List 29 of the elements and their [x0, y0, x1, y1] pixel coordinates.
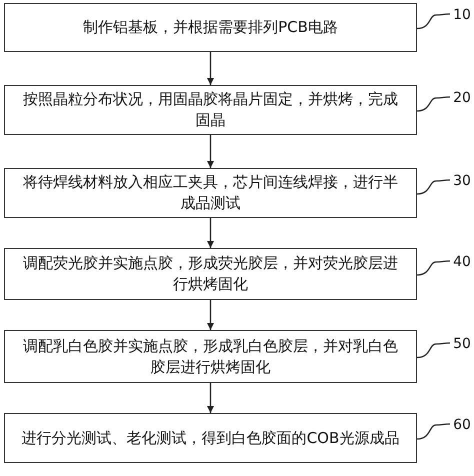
step-text: 制作铝基板，并根据需要排列PCB电路: [83, 17, 338, 38]
step-text: 调配荧光胶并实施点胶，形成荧光胶层，并对荧光胶层进行烘烤固化: [22, 253, 399, 295]
leader-line: [416, 96, 450, 112]
arrow: [207, 300, 214, 330]
process-box: [4, 248, 417, 300]
step-number: 10: [453, 7, 471, 23]
arrow: [207, 135, 214, 168]
process-box: [4, 330, 417, 383]
arrow: [207, 383, 214, 413]
arrow: [207, 52, 214, 85]
step-number: 40: [453, 254, 471, 270]
leader-line: [416, 260, 450, 276]
leader-line: [416, 423, 450, 440]
step-text: 按照晶粒分布状况，用固晶胶将晶片固定，并烘烤，完成固晶: [22, 89, 399, 131]
step-text: 将待焊线材料放入相应工夹具，芯片间连线焊接，进行半成品测试: [22, 172, 399, 214]
step-number: 60: [453, 417, 471, 433]
leader-line: [416, 342, 450, 358]
process-box: [4, 168, 417, 218]
step-text: 调配乳白色胶并实施点胶，形成乳白色胶层，并对乳白色胶层进行烘烤固化: [22, 336, 399, 378]
process-box: [4, 413, 417, 463]
step-number: 50: [453, 336, 471, 352]
process-box: [4, 85, 417, 135]
arrow: [207, 218, 214, 248]
step-number: 20: [453, 90, 471, 106]
leader-line: [416, 179, 450, 195]
process-box: [4, 3, 417, 52]
step-text: 进行分光测试、老化测试，得到白色胶面的COB光源成品: [22, 428, 400, 448]
leader-line: [416, 13, 450, 30]
step-number: 30: [453, 173, 471, 189]
